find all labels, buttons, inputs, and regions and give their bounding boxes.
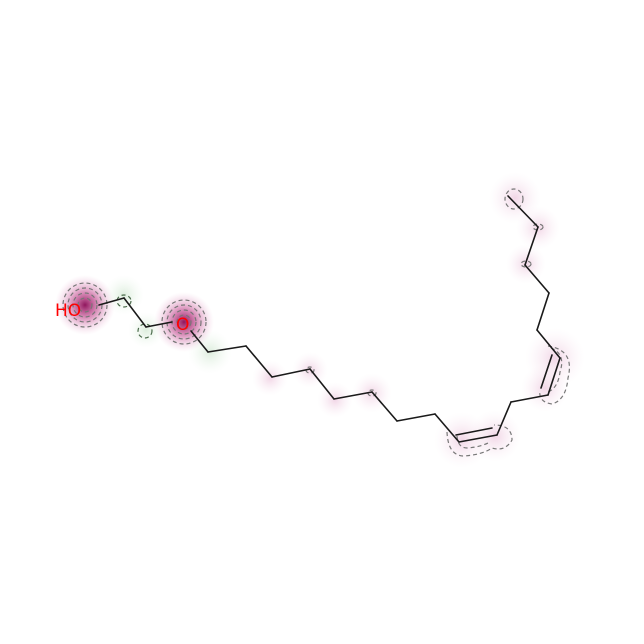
- hydroxyl-label: HO: [55, 301, 81, 321]
- molecule-bonds: [98, 195, 561, 443]
- contour-lines: [62, 188, 570, 457]
- contribution-heatmap: [55, 172, 585, 468]
- ether-oxygen-label: O: [176, 315, 189, 335]
